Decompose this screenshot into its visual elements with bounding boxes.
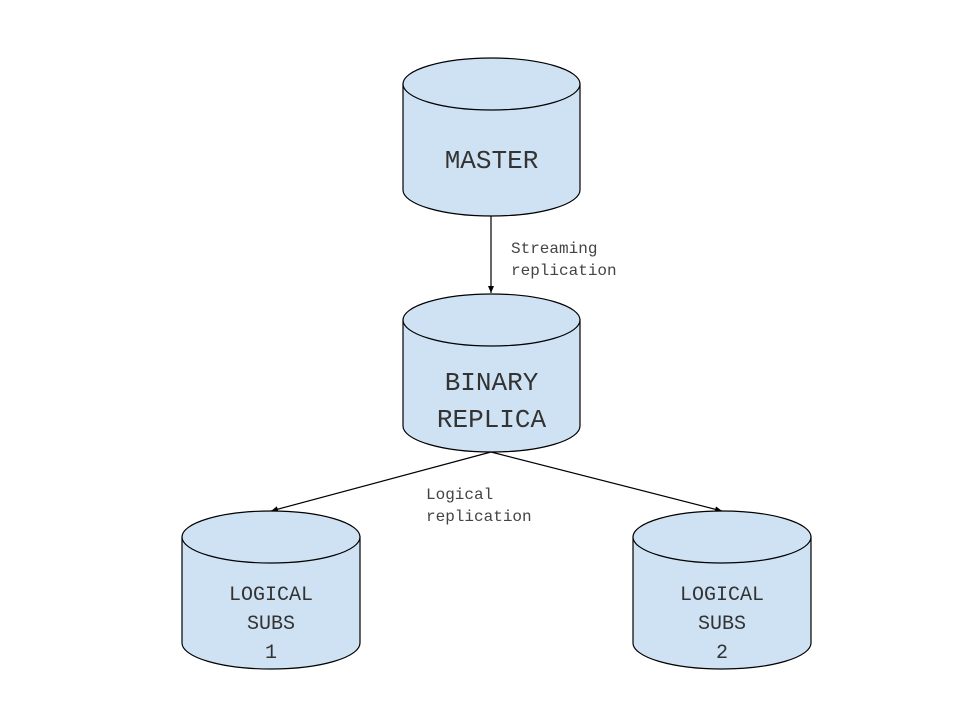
node-label: 1 [265,642,277,665]
cylinder-body [402,319,581,453]
cylinder-body [402,83,581,217]
edge-binary-to-logical-2 [490,451,723,513]
node-master[interactable]: MASTER [402,57,581,217]
edge-label-logical: Logical replication [426,486,532,526]
cylinder-top [181,510,361,564]
node-label: LOGICAL [229,584,313,607]
node-label: LOGICAL [680,584,764,607]
edge-label-line: replication [426,508,532,526]
node-logical-subs-1[interactable]: LOGICAL SUBS 1 [181,510,361,670]
edge-label-line: Streaming [511,240,597,258]
cylinder-top [632,510,812,564]
edge-binary-to-logical-1 [270,451,492,513]
node-label: REPLICA [437,405,547,435]
cylinder-top [402,57,581,111]
cylinder-top [402,293,581,347]
cylinder-body [181,536,361,670]
node-label: MASTER [445,146,539,176]
edge-label-line: Logical [426,486,493,504]
node-logical-subs-2[interactable]: LOGICAL SUBS 2 [632,510,812,670]
node-label: SUBS [698,613,746,636]
node-binary-replica[interactable]: BINARY REPLICA [402,293,581,453]
node-label: SUBS [247,613,295,636]
node-label: BINARY [445,368,539,398]
edge-label-streaming: Streaming replication [511,240,617,280]
cylinder-body [632,536,812,670]
edge-label-line: replication [511,262,617,280]
node-label: 2 [716,642,728,665]
